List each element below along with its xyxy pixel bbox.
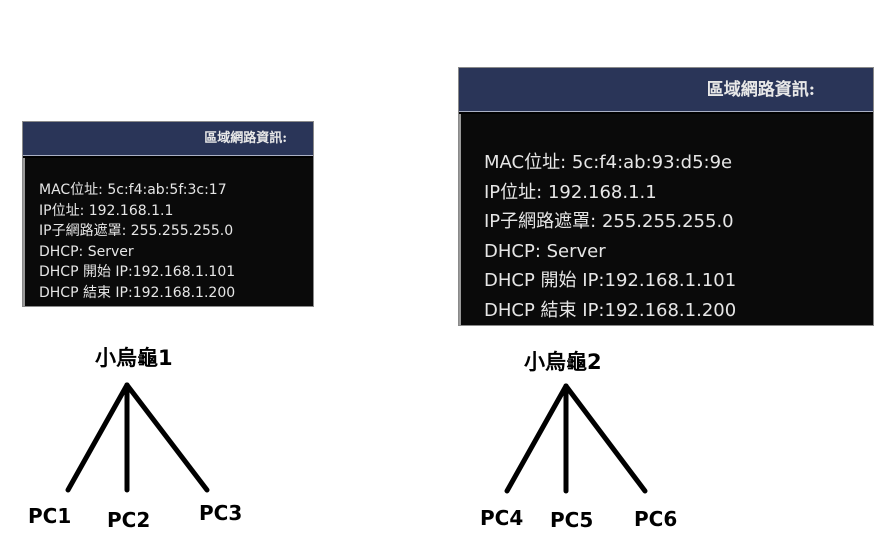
pc-label-pc5: PC5 xyxy=(550,508,594,532)
mac-address-row: MAC位址: 5c:f4:ab:93:d5:9e xyxy=(484,152,733,173)
dhcp-start-row: DHCP 開始 IP:192.168.1.101 xyxy=(484,270,737,292)
pc-label-pc1: PC1 xyxy=(28,504,72,528)
pc-label-pc2: PC2 xyxy=(107,508,151,532)
dhcp-end-row: DHCP 結束 IP:192.168.1.200 xyxy=(39,284,236,301)
lan-info-header: 區域網路資訊: xyxy=(459,68,873,112)
ip-address-row: IP位址: 192.168.1.1 xyxy=(39,202,174,219)
connector-line-pc3 xyxy=(124,382,210,493)
ip-address-row: IP位址: 192.168.1.1 xyxy=(484,181,657,203)
connector-line-pc4 xyxy=(504,383,569,494)
subnet-mask-row: IP子網路遮罩: 255.255.255.0 xyxy=(484,211,734,233)
pc-label-pc4: PC4 xyxy=(480,506,524,530)
connector-line-pc1 xyxy=(65,382,130,493)
dhcp-mode-row: DHCP: Server xyxy=(484,240,606,262)
pc-label-pc6: PC6 xyxy=(634,507,678,531)
lan-info-panel-1: 區域網路資訊: MAC位址: 5c:f4:ab:5f:3c:17 IP位址: 1… xyxy=(22,121,314,307)
pc-label-pc3: PC3 xyxy=(199,501,243,525)
lan-info-body: MAC位址: 5c:f4:ab:5f:3c:17 IP位址: 192.168.1… xyxy=(23,158,313,306)
lan-info-header: 區域網路資訊: xyxy=(23,122,313,156)
dhcp-start-row: DHCP 開始 IP:192.168.1.101 xyxy=(39,264,236,280)
router-label-2: 小烏龜2 xyxy=(524,350,602,374)
connector-line-pc6 xyxy=(563,383,648,494)
dhcp-end-row: DHCP 結束 IP:192.168.1.200 xyxy=(484,299,737,321)
dhcp-mode-row: DHCP: Server xyxy=(39,243,134,260)
router-label-1: 小烏龜1 xyxy=(95,346,173,370)
subnet-mask-row: IP子網路遮罩: 255.255.255.0 xyxy=(39,223,234,239)
lan-info-body: MAC位址: 5c:f4:ab:93:d5:9e IP位址: 192.168.1… xyxy=(459,114,873,325)
lan-info-panel-2: 區域網路資訊: MAC位址: 5c:f4:ab:93:d5:9e IP位址: 1… xyxy=(458,67,874,326)
mac-address-row: MAC位址: 5c:f4:ab:5f:3c:17 xyxy=(39,182,227,198)
